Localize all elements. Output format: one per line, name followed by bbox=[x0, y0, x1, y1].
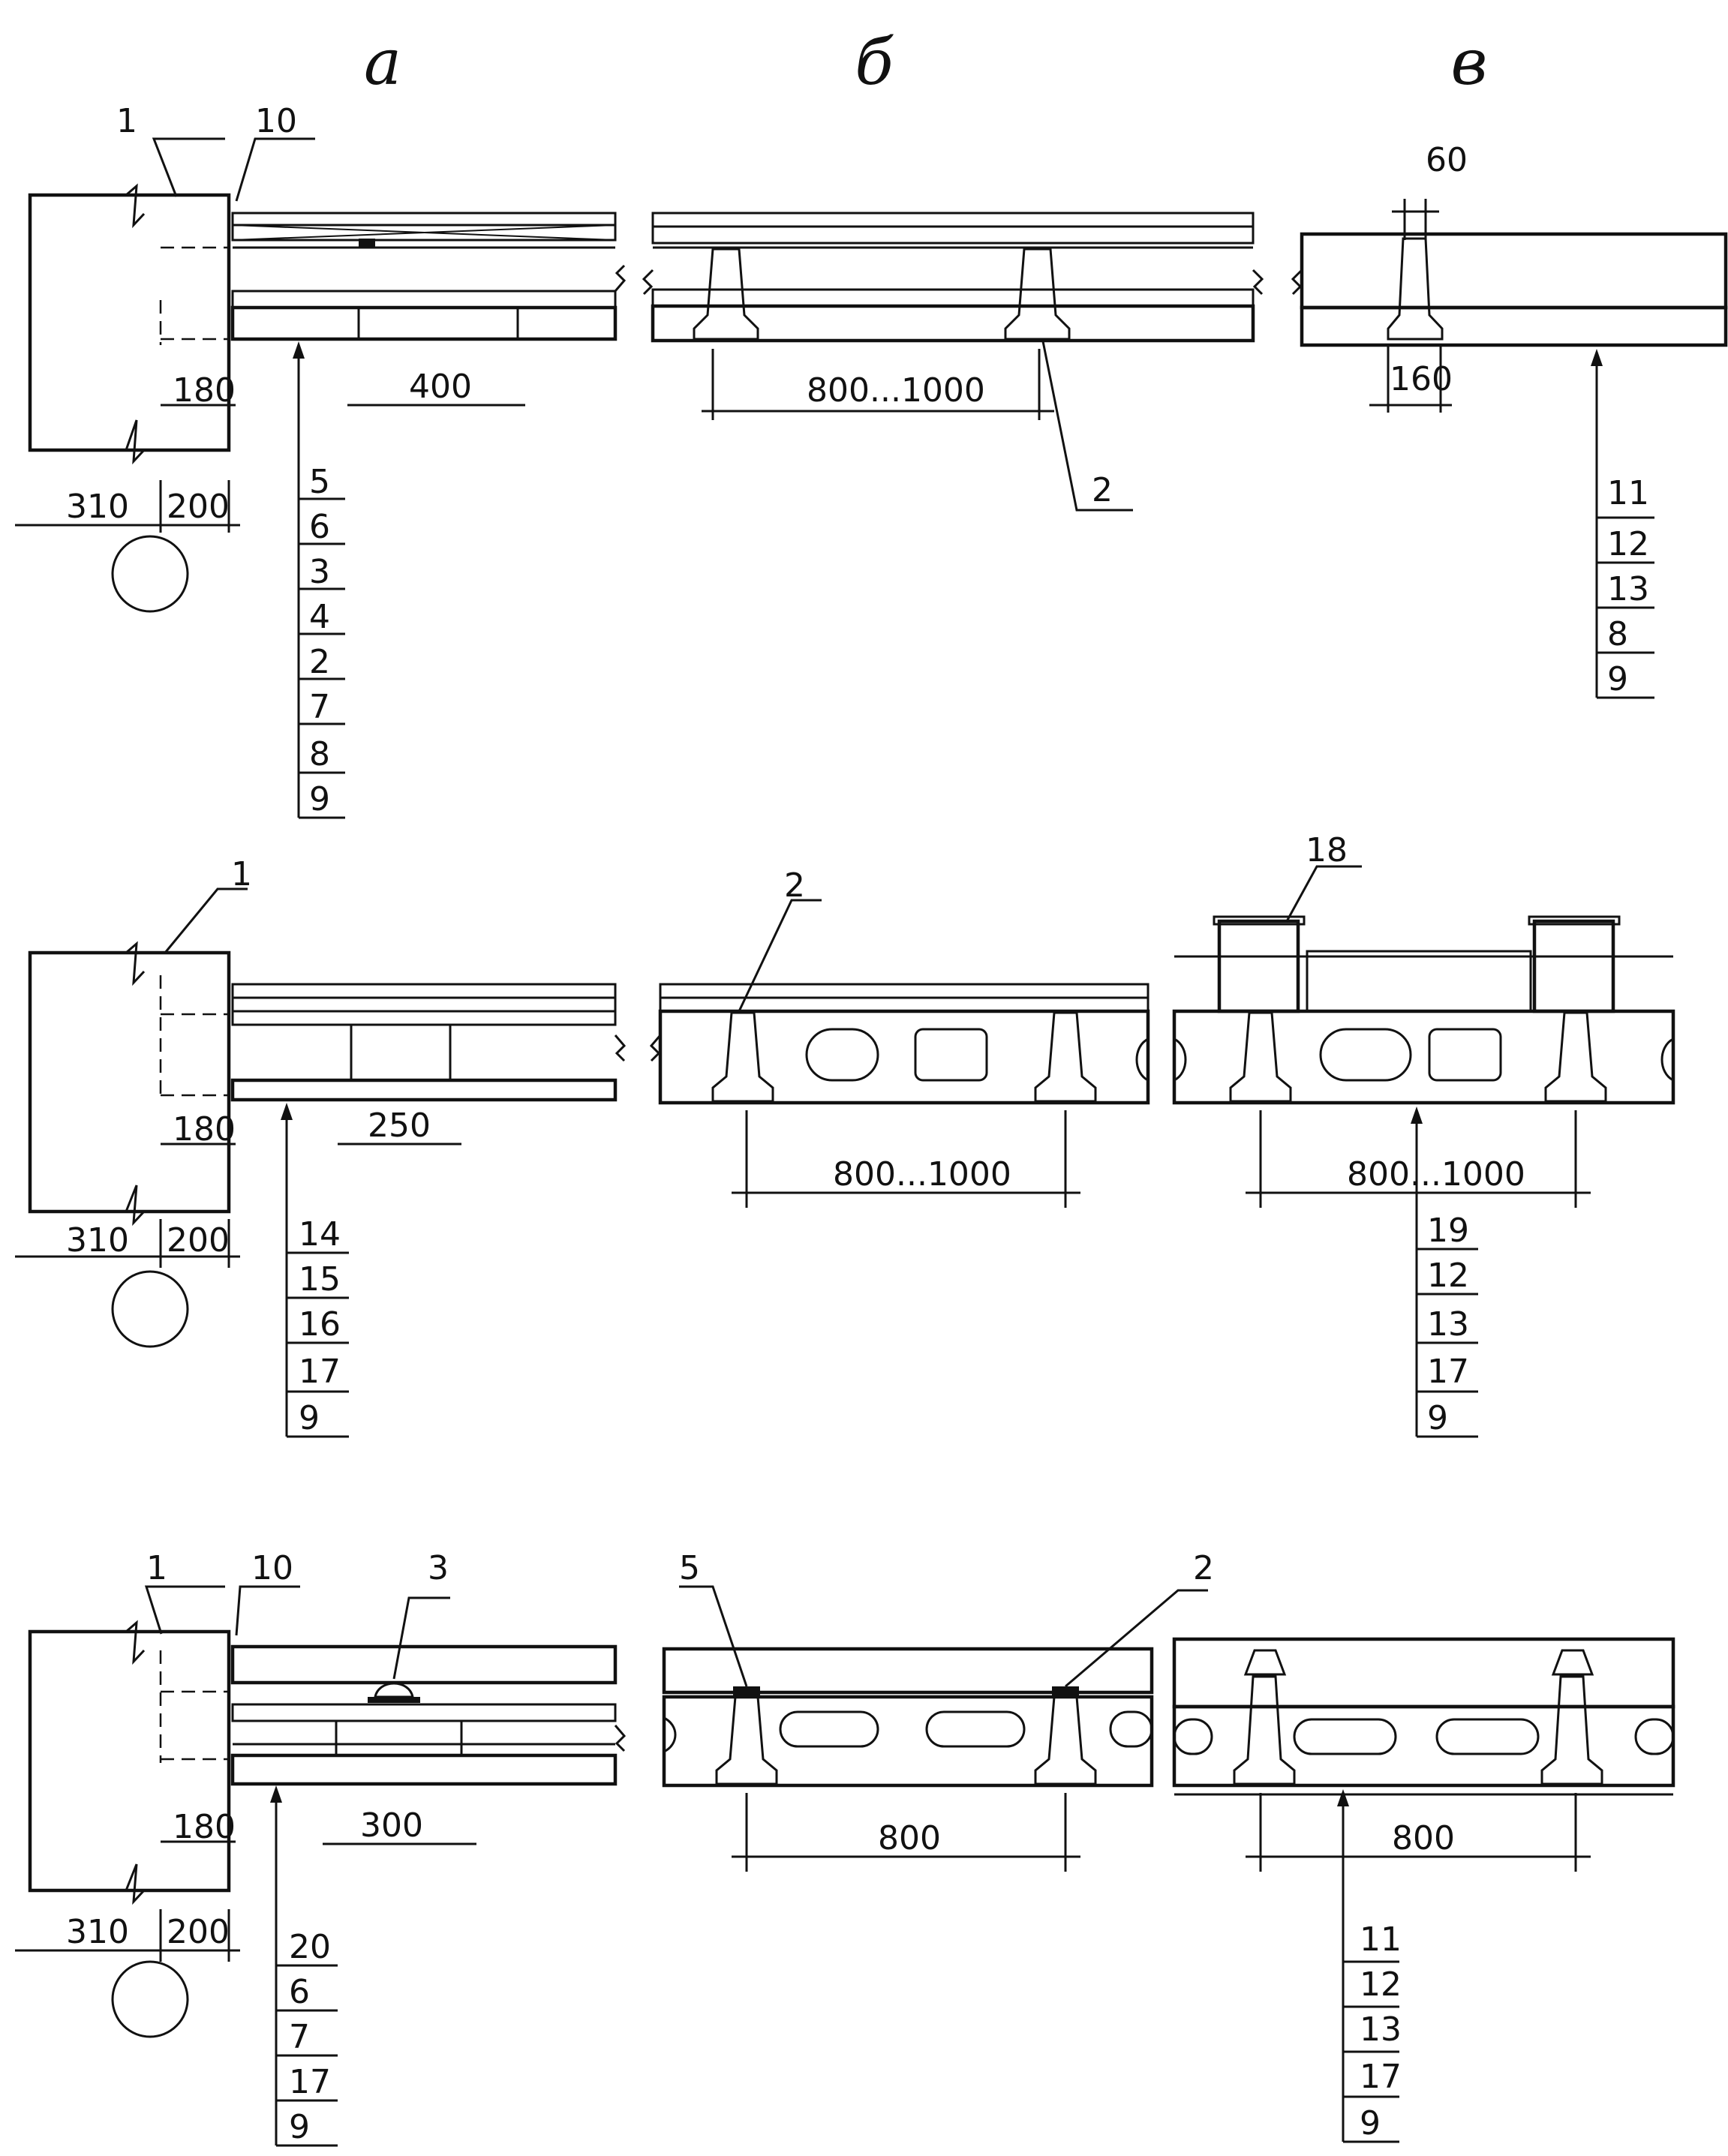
floor-section-v bbox=[1172, 915, 1675, 1105]
floor-section-b bbox=[642, 212, 1264, 343]
brick-wall bbox=[28, 941, 231, 1227]
layer-label: 5 bbox=[309, 463, 330, 501]
layer-label: 15 bbox=[299, 1260, 341, 1299]
layer-legend-v1: 11 12 13 8 9 bbox=[1597, 474, 1654, 699]
callout-5: 5 bbox=[679, 1549, 700, 1587]
layer-label: 12 bbox=[1427, 1257, 1469, 1295]
dim-200: 200 bbox=[167, 488, 230, 526]
dim-800-1000: 800...1000 bbox=[833, 1155, 1011, 1194]
layer-label: 12 bbox=[1607, 525, 1649, 563]
layer-label: 2 bbox=[309, 643, 330, 681]
dim-310: 310 bbox=[66, 488, 129, 526]
layer-label: 6 bbox=[309, 508, 330, 546]
layer-label: 8 bbox=[1607, 615, 1628, 653]
floor-section-v bbox=[1172, 1637, 1675, 1796]
dim-800-1000: 800...1000 bbox=[1347, 1155, 1525, 1194]
layer-legend-a: 5 6 3 4 2 7 8 9 bbox=[299, 463, 345, 819]
layer-label: 8 bbox=[309, 735, 330, 773]
callout-18: 18 bbox=[1306, 831, 1348, 869]
layer-label: 14 bbox=[299, 1215, 341, 1254]
callout-1: 1 bbox=[146, 1549, 167, 1587]
column-title-v: в bbox=[1451, 26, 1488, 99]
layer-label: 9 bbox=[289, 2108, 310, 2146]
dim-180: 180 bbox=[173, 371, 236, 410]
row-3: 1 10 3 180 310 200 300 20 6 7 17 9 bbox=[15, 1549, 1675, 2147]
dim-800-1000: 800...1000 bbox=[807, 371, 985, 410]
layer-label: 17 bbox=[299, 1353, 341, 1391]
layer-label: 13 bbox=[1607, 570, 1649, 608]
callout-10: 10 bbox=[251, 1549, 293, 1587]
dim-160: 160 bbox=[1390, 360, 1453, 398]
dim-400: 400 bbox=[409, 368, 472, 406]
floor-section-a bbox=[230, 212, 627, 341]
layer-label: 9 bbox=[299, 1399, 320, 1437]
brick-wall bbox=[28, 1620, 231, 1905]
layer-label: 17 bbox=[1427, 1353, 1469, 1391]
layer-label: 9 bbox=[1360, 2104, 1381, 2142]
detail-circle bbox=[111, 1270, 189, 1348]
floor-section-b bbox=[662, 1647, 1154, 1788]
layer-legend-v2: 19 12 13 17 9 bbox=[1417, 1212, 1478, 1438]
layer-label: 16 bbox=[299, 1305, 341, 1344]
layer-legend-v3: 11 12 13 17 9 bbox=[1343, 1920, 1402, 2143]
detail-circle bbox=[111, 535, 189, 613]
floor-section-b bbox=[649, 983, 1150, 1105]
dim-800: 800 bbox=[1392, 1819, 1455, 1857]
brick-wall bbox=[28, 183, 231, 465]
floor-section-a bbox=[230, 983, 627, 1102]
dim-310: 310 bbox=[66, 1913, 129, 1951]
layer-label: 9 bbox=[1427, 1399, 1448, 1437]
layer-legend-a3: 20 6 7 17 9 bbox=[276, 1928, 338, 2147]
detail-circle bbox=[111, 1960, 189, 2038]
callout-2: 2 bbox=[1193, 1549, 1214, 1587]
layer-label: 12 bbox=[1360, 1965, 1402, 2004]
dim-250: 250 bbox=[368, 1107, 431, 1145]
dim-180: 180 bbox=[173, 1808, 236, 1846]
dim-300: 300 bbox=[360, 1806, 423, 1845]
callout-2: 2 bbox=[1092, 471, 1113, 509]
layer-label: 11 bbox=[1360, 1920, 1402, 1959]
column-title-b: б bbox=[855, 26, 894, 99]
layer-label: 19 bbox=[1427, 1212, 1469, 1250]
layer-label: 13 bbox=[1360, 2010, 1402, 2049]
dim-800: 800 bbox=[878, 1819, 941, 1857]
dim-200: 200 bbox=[167, 1913, 230, 1951]
layer-label: 9 bbox=[309, 780, 330, 818]
layer-legend-a2: 14 15 16 17 9 bbox=[287, 1215, 349, 1438]
dim-60: 60 bbox=[1426, 141, 1468, 179]
callout-1: 1 bbox=[116, 102, 137, 140]
layer-label: 11 bbox=[1607, 474, 1649, 512]
callout-10: 10 bbox=[255, 102, 297, 140]
callout-1: 1 bbox=[231, 855, 252, 893]
layer-label: 7 bbox=[309, 688, 330, 726]
floor-section-a bbox=[230, 1644, 627, 1786]
layer-label: 13 bbox=[1427, 1305, 1469, 1344]
layer-label: 3 bbox=[309, 553, 330, 591]
layer-label: 4 bbox=[309, 598, 330, 636]
layer-label: 17 bbox=[1360, 2058, 1402, 2096]
callout-3: 3 bbox=[428, 1549, 449, 1587]
floor-section-v bbox=[1291, 232, 1728, 347]
column-title-a: а bbox=[364, 26, 401, 99]
dim-180: 180 bbox=[173, 1110, 236, 1149]
layer-label: 6 bbox=[289, 1973, 310, 2011]
row-1: 1 10 180 310 200 400 5 6 3 4 bbox=[15, 102, 1728, 819]
layer-label: 9 bbox=[1607, 660, 1628, 698]
dim-200: 200 bbox=[167, 1221, 230, 1260]
layer-label: 7 bbox=[289, 2018, 310, 2056]
dim-310: 310 bbox=[66, 1221, 129, 1260]
layer-label: 17 bbox=[289, 2063, 331, 2101]
callout-2: 2 bbox=[784, 866, 805, 905]
layer-label: 20 bbox=[289, 1928, 331, 1966]
row-2: 1 180 310 200 250 14 15 16 17 9 bbox=[15, 831, 1675, 1438]
